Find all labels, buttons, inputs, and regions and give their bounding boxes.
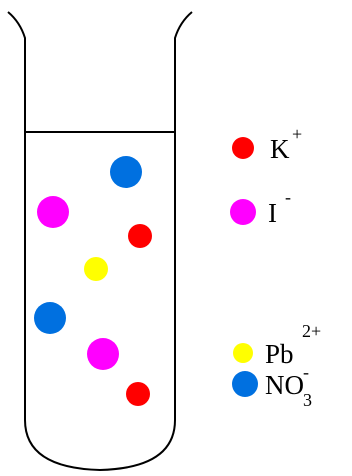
legend-k-label: K bbox=[270, 134, 290, 164]
legend-pb-charge: 2+ bbox=[302, 321, 321, 341]
particle-iodide bbox=[37, 196, 69, 228]
legend-item-lead: Pb 2+ bbox=[233, 321, 321, 369]
legend-item-potassium: K + bbox=[232, 124, 302, 164]
legend-dot-iodide bbox=[230, 199, 256, 225]
legend-no-label: NO bbox=[265, 370, 304, 400]
legend-no-charge: - bbox=[303, 362, 309, 382]
particle-potassium bbox=[128, 224, 152, 248]
legend-dot-lead bbox=[233, 343, 253, 363]
legend-no-subscript: 3 bbox=[303, 390, 312, 410]
particles bbox=[34, 156, 152, 406]
legend-item-nitrate: NO - 3 bbox=[232, 362, 312, 410]
particle-iodide bbox=[87, 338, 119, 370]
particle-nitrate bbox=[34, 302, 66, 334]
legend-k-charge: + bbox=[292, 124, 302, 144]
legend-i-label: I bbox=[268, 198, 277, 228]
legend-dot-nitrate bbox=[232, 371, 258, 397]
legend: K + I - Pb 2+ NO - 3 bbox=[230, 124, 321, 410]
particle-lead bbox=[84, 257, 108, 281]
legend-item-iodide: I - bbox=[230, 187, 291, 228]
legend-dot-potassium bbox=[232, 137, 254, 159]
legend-pb-label: Pb bbox=[265, 339, 294, 369]
particle-nitrate bbox=[110, 156, 142, 188]
test-tube-outline bbox=[7, 11, 193, 472]
particle-potassium bbox=[126, 382, 150, 406]
legend-i-charge: - bbox=[285, 187, 291, 207]
